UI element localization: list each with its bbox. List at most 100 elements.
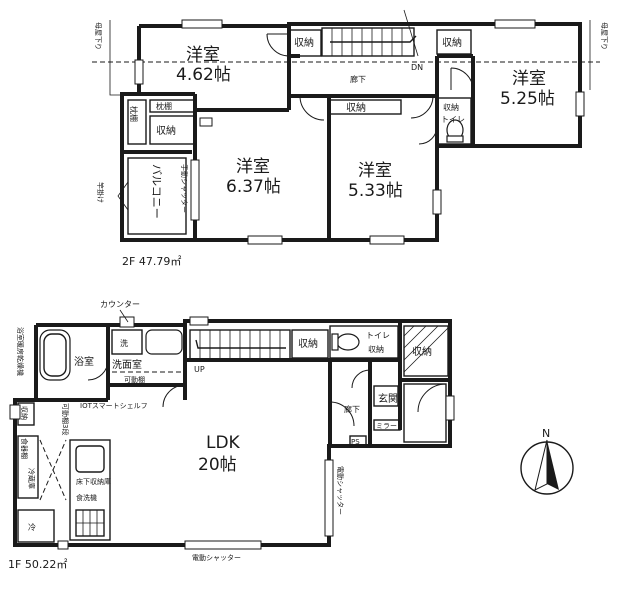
window (181, 19, 223, 29)
compass: N (520, 427, 574, 495)
room-b-name: 洋室 (236, 157, 270, 177)
closet-hatch (403, 325, 449, 373)
room-d-size: 5.25帖 (500, 89, 555, 109)
dn-label: DN (411, 63, 423, 72)
kitchen-work-line (39, 439, 67, 501)
ldk-size: 20帖 (198, 455, 237, 475)
fridge-label: 冷蔵庫 (27, 468, 36, 489)
shutter-window (190, 159, 200, 221)
closet-label: 収納 (156, 124, 176, 137)
2f-closet-room-b (149, 115, 196, 145)
compass-needle-light (534, 439, 548, 491)
pillow-shelf-label: 枕棚 (156, 101, 172, 111)
dishwasher-label: 食洗機 (76, 493, 97, 502)
washroom-door (162, 384, 186, 408)
electric-shutter-right-label: 電動シャッター (336, 466, 345, 515)
entrance-label: 玄関 (378, 392, 398, 405)
eaves-marker-left (109, 20, 138, 96)
ps-label: PS (351, 438, 360, 446)
hallway-label: 廊下 (344, 404, 360, 414)
2f-area-label: 2F 47.79㎡ (122, 255, 181, 268)
2f-closet-hall (288, 29, 322, 57)
room-a-size: 4.62帖 (176, 65, 231, 85)
stove-grid (76, 510, 104, 536)
eaves-left-label: 母屋下り (94, 22, 102, 50)
toilet-storage-label: 収納 (368, 344, 384, 354)
electric-shutter-bottom-label: 電動シャッター (192, 553, 241, 562)
counter-leader (119, 309, 129, 323)
closet-label: 収納 (298, 337, 318, 350)
eaves-right-label: 母屋下り (600, 22, 608, 50)
fridge-space (17, 509, 55, 543)
window (189, 316, 209, 326)
window (57, 540, 69, 550)
counter-label: カウンター (100, 300, 140, 309)
underfloor-label: 床下収納庫 (76, 477, 111, 486)
window (432, 189, 442, 215)
washroom-label: 洗面室 (112, 358, 142, 371)
laundry-pole-mark (117, 181, 129, 211)
sink (75, 445, 105, 473)
room-c-name: 洋室 (358, 161, 392, 181)
stair-break (403, 9, 419, 57)
1f-toilet-tank (331, 333, 339, 351)
shutter-window (324, 459, 334, 537)
food-storage-label: 食器棚 (20, 438, 29, 459)
toilet-label: トイレ (366, 331, 390, 340)
closet-label: 収納 (443, 102, 459, 112)
2f-toilet-tank (446, 135, 464, 143)
wash-label: 洗 (120, 338, 128, 348)
stair-treads (199, 330, 281, 360)
shoe-closet-label: 収納 (412, 345, 432, 358)
fridge-mark: 冷 (28, 522, 36, 532)
entrance-floor (403, 383, 447, 443)
door-swing (266, 33, 290, 57)
window (445, 395, 455, 421)
window (119, 316, 135, 328)
door-swing (450, 67, 474, 91)
door-swing (299, 95, 325, 121)
balcony-label: バルコニー (150, 164, 163, 219)
room-a-name: 洋室 (186, 45, 220, 65)
entrance-shelf (373, 385, 399, 407)
window (369, 235, 405, 245)
2f-closet-room-c (328, 99, 402, 115)
iot-shelf-label: IOTスマートシェルフ (80, 402, 148, 410)
door-swing (410, 95, 434, 119)
room-d-name: 洋室 (512, 69, 546, 89)
room-c-size: 5.33帖 (348, 181, 403, 201)
bath-door (87, 359, 109, 381)
shutter-window (184, 540, 262, 550)
ps-box (349, 435, 367, 447)
bath-dryer-label: 浴室暖房乾燥機 (16, 327, 25, 376)
washing-machine (111, 329, 143, 355)
floor-1f: LDK 20帖 カウンター 浴室 洗面室 洗 浴室暖房乾燥機 可動棚 可動棚3段… (8, 300, 455, 571)
compass-needle-dark (547, 440, 559, 490)
floor-2f: 母屋下り 母屋下り (92, 9, 608, 268)
1f-closet (291, 329, 329, 359)
window (494, 19, 536, 29)
2f-closet-room-d (436, 29, 472, 55)
1f-toilet-bowl (336, 333, 360, 351)
window (575, 91, 585, 117)
hallway-label: 廊下 (350, 74, 366, 84)
closet-label: 収納 (346, 101, 366, 114)
stair-arrow (330, 35, 417, 43)
closet-label: 収納 (442, 36, 462, 49)
kitchen-counter (69, 439, 111, 541)
toilet-label: トイレ (441, 115, 465, 124)
up-label: UP (194, 365, 205, 374)
hall-door (351, 369, 371, 389)
2f-toilet-room (436, 97, 472, 145)
kitchen-closet-label: 収納 (20, 406, 29, 420)
closet-label: 収納 (294, 36, 314, 49)
bathtub-inner (43, 333, 67, 377)
ldk-name: LDK (206, 433, 241, 453)
window (9, 404, 21, 420)
window (199, 117, 213, 127)
1f-area-label: 1F 50.22㎡ (8, 558, 67, 571)
pillow-shelf-side (127, 99, 147, 145)
door-swing (418, 125, 438, 145)
window (134, 59, 144, 85)
